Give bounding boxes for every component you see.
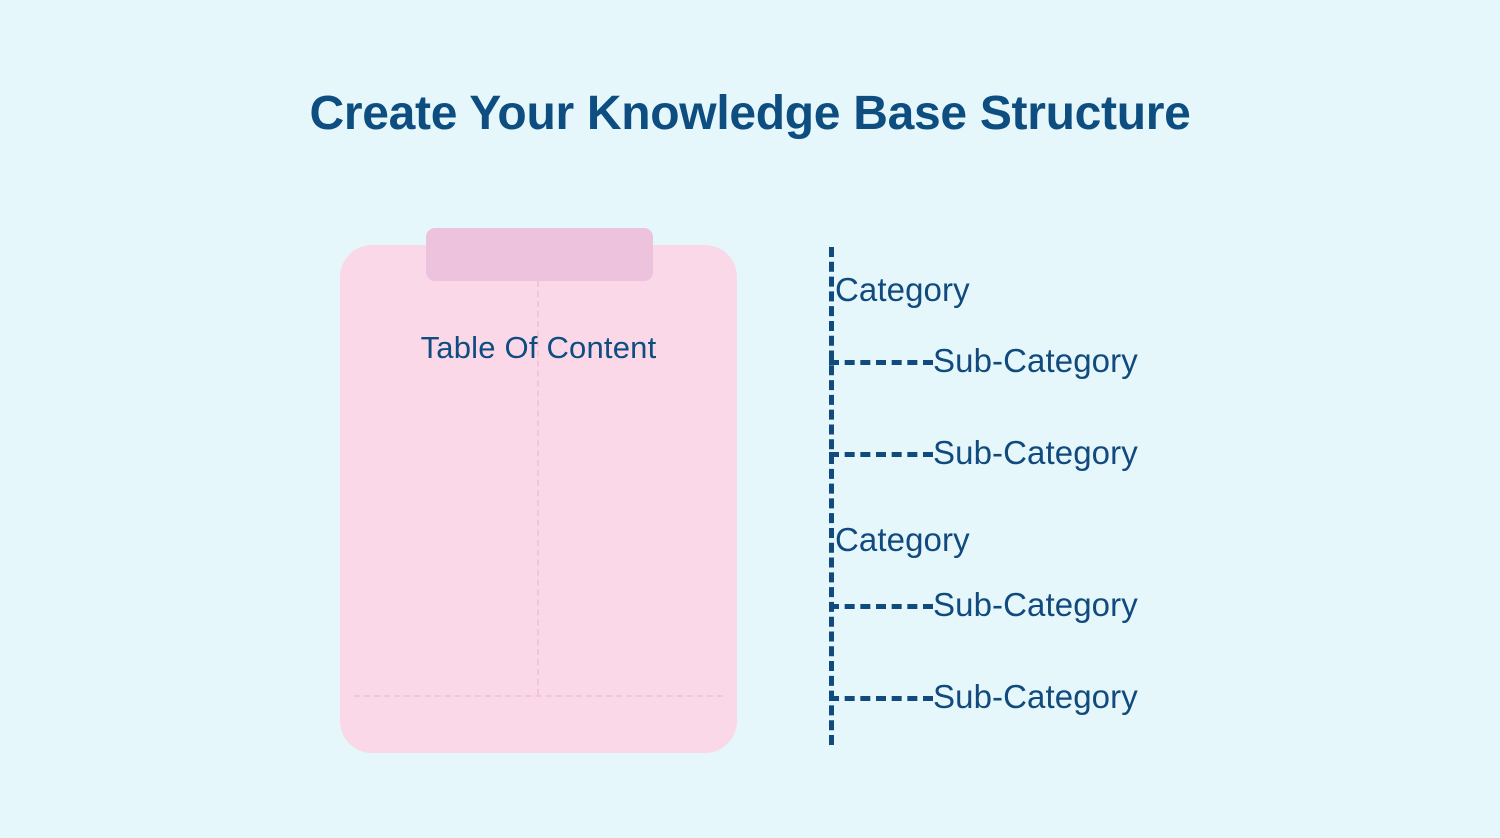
tree-node-label: Category bbox=[835, 271, 970, 308]
clipboard-label: Table Of Content bbox=[420, 330, 657, 365]
tree-node-label: Sub-Category bbox=[933, 342, 1138, 379]
tree-connector-dashed-line bbox=[829, 696, 933, 701]
tree-node-label: Sub-Category bbox=[933, 434, 1138, 471]
clipboard-vertical-guide-line bbox=[537, 281, 539, 695]
tree-node-label: Sub-Category bbox=[933, 678, 1138, 715]
clipboard-horizontal-guide-line bbox=[354, 695, 723, 697]
tree-node-label: Sub-Category bbox=[933, 586, 1138, 623]
clipboard-illustration: Table Of Content bbox=[340, 228, 737, 753]
tree-vertical-dashed-line bbox=[829, 247, 834, 745]
page-title: Create Your Knowledge Base Structure bbox=[309, 87, 1191, 140]
clipboard-clip-icon bbox=[426, 228, 653, 281]
category-tree: Category Sub-Category Sub-Category Categ… bbox=[829, 247, 1389, 747]
tree-connector-dashed-line bbox=[829, 360, 933, 365]
tree-connector-dashed-line bbox=[829, 452, 933, 457]
tree-node-label: Category bbox=[835, 521, 970, 558]
tree-connector-dashed-line bbox=[829, 604, 933, 609]
